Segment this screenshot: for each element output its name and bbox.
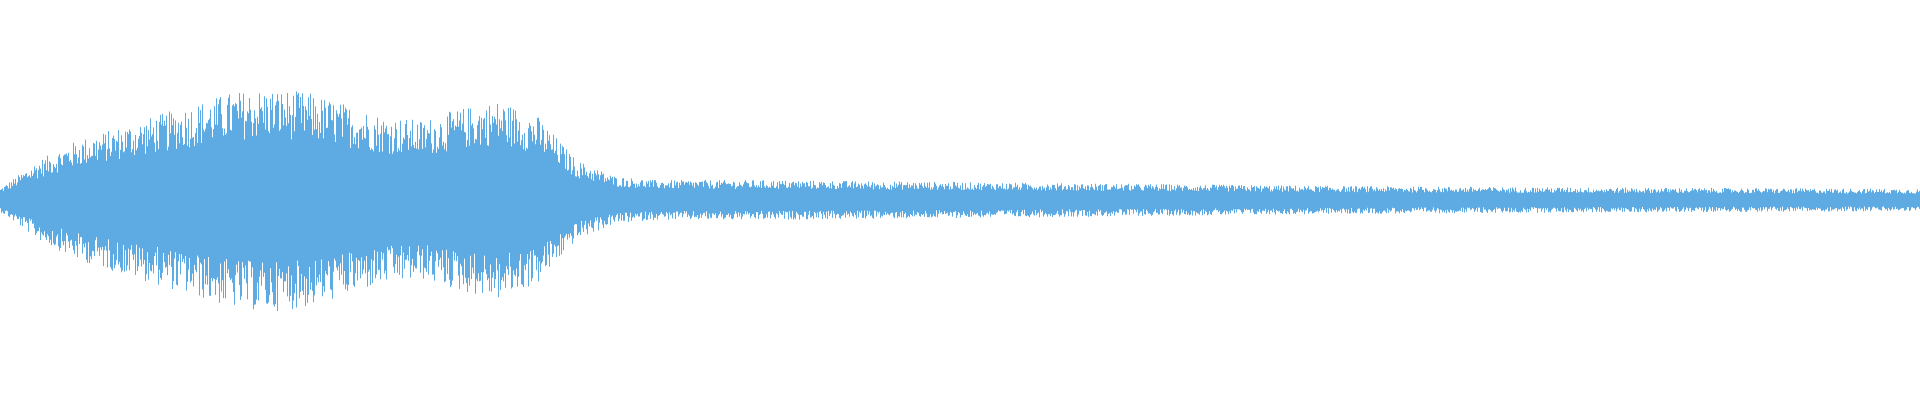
waveform-path [0, 91, 1920, 311]
waveform-samples [0, 91, 1920, 311]
